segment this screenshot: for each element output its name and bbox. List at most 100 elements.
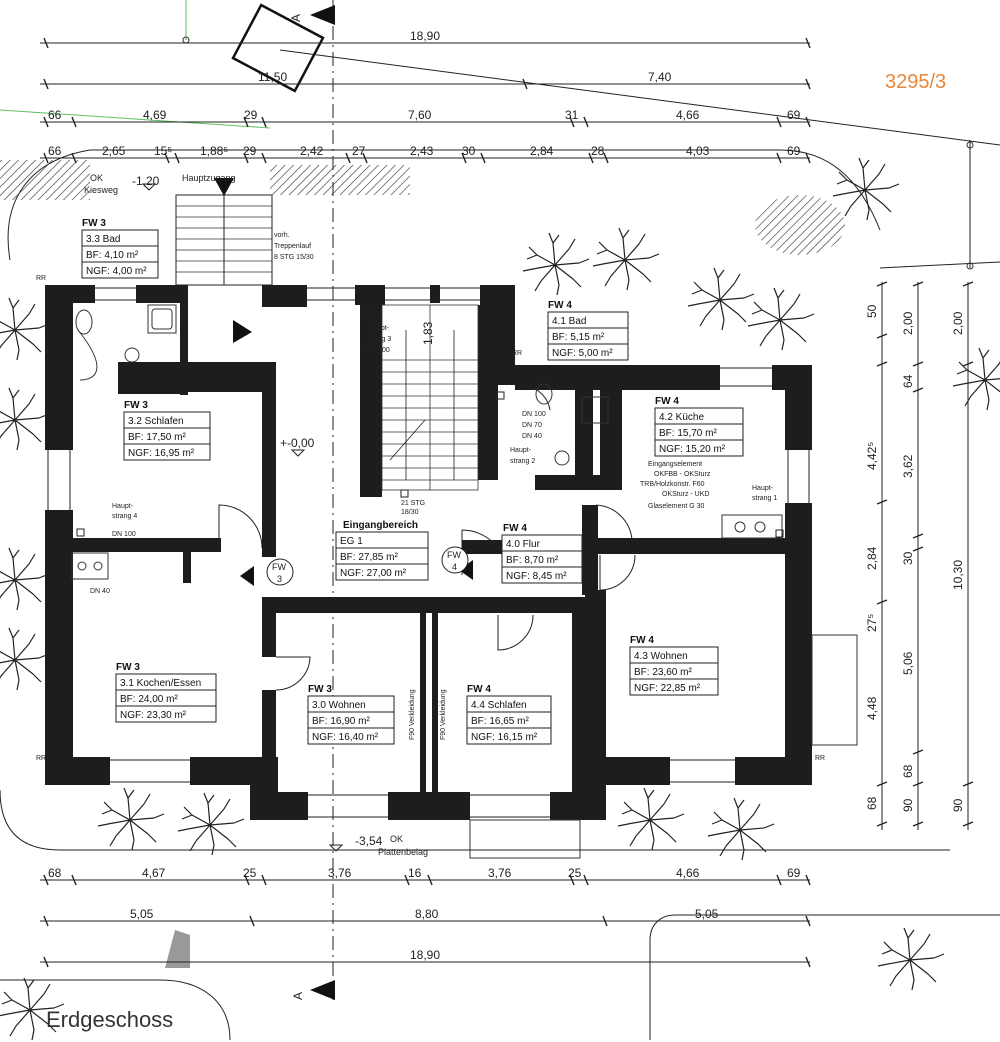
svg-text:FW 4: FW 4 <box>548 300 572 311</box>
svg-text:18,90: 18,90 <box>410 29 440 43</box>
boundary-line <box>0 109 271 129</box>
svg-text:90: 90 <box>951 798 965 812</box>
hatched-terrain <box>755 195 845 255</box>
svg-text:2,43: 2,43 <box>410 144 434 158</box>
svg-text:FW: FW <box>272 562 286 572</box>
rr-label: RR <box>36 755 46 762</box>
svg-text:3,62: 3,62 <box>901 454 915 478</box>
dimension-chain-bottom: 68 4,67 25 3,76 16 3,76 25 4,66 69 5,05 … <box>40 866 811 968</box>
svg-text:68: 68 <box>865 796 879 810</box>
tree-icon <box>707 797 775 861</box>
room-label-3-2-schlafen: FW 3 3.2 Schlafen BF: 17,50 m² NGF: 16,9… <box>123 400 211 461</box>
svg-text:3.3 Bad: 3.3 Bad <box>86 234 120 245</box>
svg-text:DN 40: DN 40 <box>90 588 110 595</box>
svg-text:66: 66 <box>48 108 62 122</box>
svg-text:25: 25 <box>568 866 582 880</box>
tree-icon <box>877 927 945 991</box>
svg-text:Haupt-: Haupt- <box>112 503 134 510</box>
svg-text:BF: 23,60 m²: BF: 23,60 m² <box>634 667 692 678</box>
svg-text:3.1 Kochen/Essen: 3.1 Kochen/Essen <box>120 678 201 689</box>
svg-text:NGF: 8,45 m²: NGF: 8,45 m² <box>506 571 567 582</box>
svg-text:NGF: 16,15 m²: NGF: 16,15 m² <box>471 732 538 743</box>
svg-text:8,80: 8,80 <box>415 907 439 921</box>
svg-text:29: 29 <box>244 108 258 122</box>
rr-label: RR <box>512 350 522 357</box>
svg-text:2,42: 2,42 <box>300 144 324 158</box>
level-marker-icon <box>290 449 306 457</box>
room-label-eingangbereich: Eingangbereich EG 1 BF: 27,85 m² NGF: 27… <box>335 520 429 581</box>
dimension-chain-right: 50 4,42⁵ 2,84 27⁵ 4,48 68 2,00 64 3,62 3… <box>865 281 974 830</box>
garden-path-outline <box>649 914 1000 1040</box>
svg-text:66: 66 <box>48 144 62 158</box>
svg-text:OKSturz - UKD: OKSturz - UKD <box>662 491 709 498</box>
svg-text:Treppenlauf: Treppenlauf <box>274 243 311 250</box>
svg-text:16: 16 <box>408 866 422 880</box>
stair-width: 1,83 <box>421 321 435 345</box>
svg-text:30: 30 <box>462 144 476 158</box>
rr-label: RR <box>815 755 825 762</box>
svg-text:11,50: 11,50 <box>258 70 287 84</box>
boundary-line <box>879 261 1000 269</box>
svg-text:DN 70: DN 70 <box>522 422 542 429</box>
svg-text:strang 1: strang 1 <box>752 495 777 502</box>
hauptstrang-2-note: DN 100 DN 70 DN 40 Haupt- strang 2 <box>510 411 546 465</box>
section-letter-bottom: A <box>291 992 305 1000</box>
room-label-3-1-kochen-essen: FW 3 3.1 Kochen/Essen BF: 24,00 m² NGF: … <box>115 662 217 723</box>
svg-text:FW 3: FW 3 <box>124 400 148 411</box>
svg-text:15⁵: 15⁵ <box>154 144 172 158</box>
tree-icon <box>97 787 165 851</box>
svg-text:4.2 Küche: 4.2 Küche <box>659 412 704 423</box>
svg-text:NGF: 22,85 m²: NGF: 22,85 m² <box>634 683 701 694</box>
svg-text:Haupt-: Haupt- <box>510 447 532 454</box>
garden-path-outline <box>0 789 950 851</box>
svg-text:5,05: 5,05 <box>695 907 719 921</box>
svg-text:5,06: 5,06 <box>901 651 915 675</box>
terrace-outline <box>469 819 581 859</box>
svg-text:BF: 16,65 m²: BF: 16,65 m² <box>471 716 529 727</box>
f90-cladding-label: F90 Verkleidung <box>409 689 416 740</box>
svg-text:FW: FW <box>447 550 461 560</box>
svg-text:Haupt-: Haupt- <box>752 485 774 492</box>
svg-text:27: 27 <box>352 144 366 158</box>
svg-text:4,66: 4,66 <box>676 866 700 880</box>
svg-text:BF: 27,85 m²: BF: 27,85 m² <box>340 552 398 563</box>
floor-level: +-0,00 <box>280 436 315 450</box>
svg-text:EG 1: EG 1 <box>340 536 363 547</box>
svg-text:strang 2: strang 2 <box>510 458 535 465</box>
tree-icon <box>177 792 245 856</box>
svg-text:4.4 Schlafen: 4.4 Schlafen <box>471 700 527 711</box>
rr-label: RR <box>36 275 46 282</box>
hauptzugang-label: Hauptzugang <box>182 173 236 183</box>
section-letter-top: A <box>289 14 303 22</box>
boundary-line <box>279 49 1000 146</box>
tree-icon <box>0 387 50 451</box>
svg-text:FW 4: FW 4 <box>503 523 527 534</box>
interior-stair <box>381 304 479 491</box>
exterior-stair <box>175 178 273 286</box>
hauptstrang-3-note: Haupt- strang 3 DN 100 <box>366 325 391 354</box>
survey-point <box>966 141 974 149</box>
svg-text:strang 3: strang 3 <box>366 336 391 343</box>
svg-text:NGF: 23,30 m²: NGF: 23,30 m² <box>120 710 187 721</box>
tree-icon <box>687 267 755 331</box>
svg-text:2,00: 2,00 <box>901 311 915 335</box>
plattenbelag-ok-label: OK <box>390 834 403 844</box>
svg-text:4,67: 4,67 <box>142 866 166 880</box>
svg-text:Eingangbereich: Eingangbereich <box>343 520 418 531</box>
tree-icon <box>0 547 50 611</box>
svg-text:64: 64 <box>901 374 915 388</box>
svg-text:NGF: 16,40 m²: NGF: 16,40 m² <box>312 732 379 743</box>
svg-text:8 STG 15/30: 8 STG 15/30 <box>274 254 314 261</box>
svg-text:31: 31 <box>565 108 579 122</box>
section-arrow-icon <box>310 5 335 25</box>
stair-rise: 18/30 <box>401 509 419 516</box>
svg-text:3,76: 3,76 <box>488 866 512 880</box>
svg-text:FW 4: FW 4 <box>655 396 679 407</box>
plattenbelag-level: -3,54 <box>355 834 383 848</box>
svg-text:10,30: 10,30 <box>951 560 965 590</box>
svg-text:NGF: 15,20 m²: NGF: 15,20 m² <box>659 444 726 455</box>
svg-text:27⁵: 27⁵ <box>865 614 879 632</box>
tree-icon <box>0 297 50 361</box>
svg-text:BF: 5,15 m²: BF: 5,15 m² <box>552 332 605 343</box>
svg-text:4,69: 4,69 <box>143 108 167 122</box>
